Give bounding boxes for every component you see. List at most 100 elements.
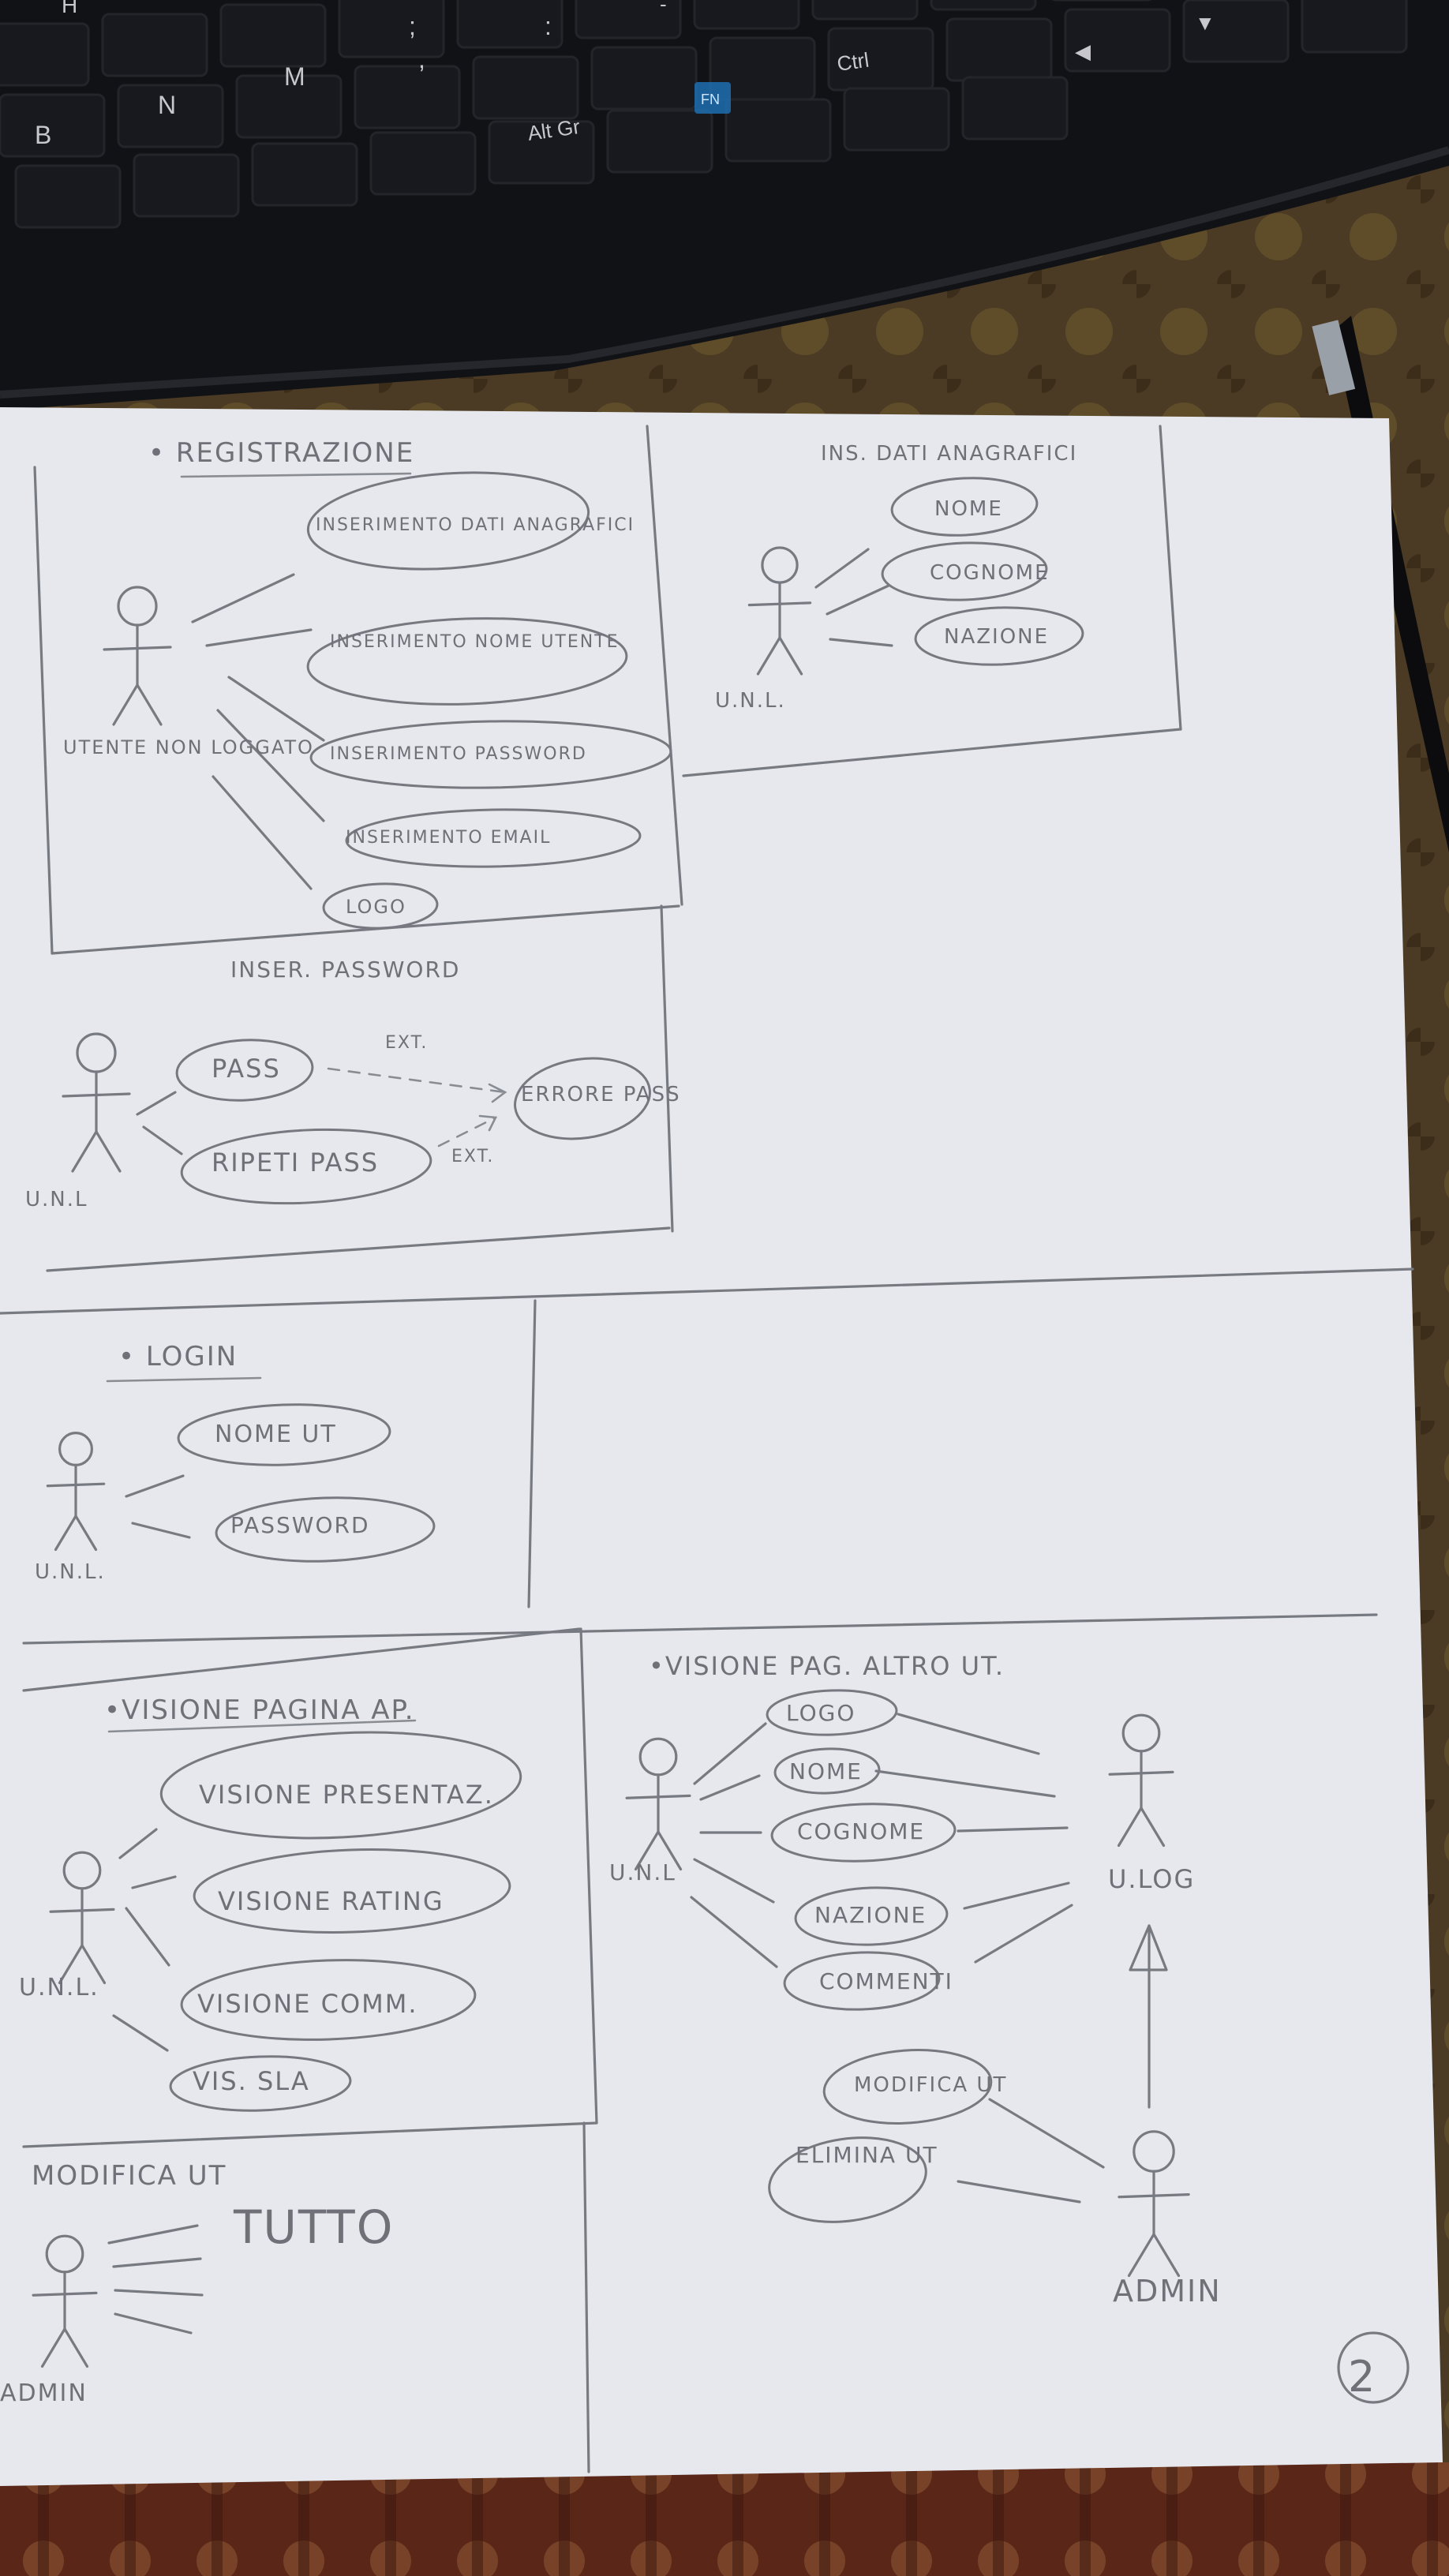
- keyboard-key: [575, 0, 682, 39]
- oval-nazione: [914, 606, 1084, 666]
- actor-modifica-leg-left: [40, 2327, 66, 2368]
- actor-visione-altro-left-leg-right: [657, 1830, 683, 1871]
- actor-dati-anagrafici-leg-left: [756, 636, 781, 676]
- frame-vis-right: [579, 1627, 598, 2125]
- extend-arrow-2: [437, 1116, 497, 1148]
- oval-visione-comm: [180, 1959, 477, 2041]
- oval-altro-nazione: [794, 1886, 949, 1946]
- oval-ripeti-pass: [180, 1128, 432, 1205]
- keyboard-key: [606, 109, 713, 174]
- keyboard-key: [693, 0, 800, 30]
- keyboard-key: [945, 17, 1053, 82]
- key-ctrl: Ctrl: [836, 48, 871, 76]
- assoc-mod-4: [114, 2312, 193, 2334]
- actor-admin-right-leg-left: [1127, 2233, 1155, 2278]
- keyboard-key: [930, 0, 1037, 11]
- assoc-login-2: [131, 1522, 191, 1539]
- dati-anagrafici-actor: U.N.L.: [715, 689, 786, 713]
- assoc-reg-1: [191, 573, 295, 623]
- actor-visione-altro-left-arms: [625, 1794, 691, 1799]
- actor-visione-pagina-arms: [49, 1908, 115, 1913]
- inser-password-actor: U.N.L: [25, 1188, 88, 1211]
- assoc-reg-4: [216, 709, 325, 822]
- oval-inserimento-dati: [306, 471, 590, 571]
- assoc-ana-2: [826, 584, 890, 616]
- uc-logo: LOGO: [346, 896, 406, 918]
- uc-visione-presentaz: VISIONE PRESENTAZ.: [199, 1780, 494, 1810]
- assoc-altro-l1: [693, 1722, 767, 1785]
- divider-2: [22, 1613, 1378, 1645]
- keyboard-key: [117, 84, 224, 148]
- page-number: 2: [1348, 2352, 1376, 2402]
- uc-inserimento-nome: INSERIMENTO NOME UTENTE: [330, 632, 620, 652]
- uc-elimina-ut: ELIMINA UT: [796, 2142, 938, 2168]
- modifica-actor: ADMIN: [0, 2379, 88, 2407]
- key-dash: -: [660, 0, 667, 16]
- assoc-vis-3: [125, 1907, 170, 1967]
- assoc-reg-3: [227, 676, 325, 742]
- oval-logo: [322, 882, 439, 930]
- uc-visione-rating: VISIONE RATING: [218, 1886, 444, 1916]
- page-number-circle: [1337, 2331, 1410, 2404]
- keyboard-key: [369, 131, 477, 196]
- modifica-diagram: MODIFICA UT ADMIN TUTTO: [0, 2160, 392, 2407]
- divider-1: [0, 1267, 1414, 1315]
- frame-reg-right: [646, 425, 683, 906]
- assoc-pass-2: [142, 1125, 183, 1155]
- actor-visione-altro-right-arms: [1108, 1770, 1174, 1776]
- uc-password: PASSWORD: [230, 1512, 370, 1538]
- registrazione-actor: UTENTE NON LOGGATO: [63, 736, 314, 758]
- actor-visione-pagina-leg-left: [58, 1944, 84, 1985]
- oval-inserimento-nome: [306, 617, 628, 706]
- actor-modifica-arms: [32, 2291, 98, 2297]
- keyboard-key: [1301, 0, 1408, 54]
- key-left-arrow: ◀: [1075, 39, 1091, 63]
- frame-vis-bottom: [22, 2121, 598, 2148]
- oval-pass: [175, 1039, 314, 1102]
- key-m: M: [284, 62, 305, 91]
- actor-login-leg-right: [74, 1515, 98, 1552]
- actor-inser-password-leg-right: [95, 1130, 122, 1173]
- assoc-altro-r3: [957, 1826, 1069, 1833]
- assoc-vis-2: [131, 1875, 177, 1889]
- oval-visione-presentaz: [159, 1731, 522, 1840]
- oval-altro-logo: [766, 1689, 898, 1736]
- visione-pagina-title: •VISIONE PAGINA AP.: [104, 1694, 415, 1726]
- dati-anagrafici-diagram: INS. DATI ANAGRAFICI U.N.L. NOME COGNOME…: [715, 442, 1076, 713]
- uc-ripeti-pass: RIPETI PASS: [212, 1148, 379, 1178]
- generalization-arrowhead: [1129, 1924, 1168, 1971]
- keyboard-key: [354, 65, 461, 129]
- login-title: • LOGIN: [118, 1341, 238, 1372]
- assoc-mod-2: [112, 2257, 202, 2268]
- actor-visione-altro-left-leg-left: [634, 1830, 660, 1871]
- actor-dati-anagrafici-leg-right: [778, 636, 803, 676]
- uc-altro-cognome: COGNOME: [797, 1818, 925, 1844]
- assoc-reg-5: [212, 775, 313, 890]
- oval-cognome: [881, 541, 1048, 601]
- actor-visione-altro-right-leg-left: [1117, 1807, 1143, 1848]
- keyboard-key: [235, 74, 343, 139]
- assoc-altro-l5: [690, 1896, 778, 1968]
- actor-modifica-leg-right: [63, 2327, 89, 2368]
- visione-altro-actor-admin: ADMIN: [1113, 2274, 1222, 2308]
- extend-label-2: EXT.: [451, 1147, 494, 1166]
- extend-arrowhead-2: [478, 1114, 498, 1132]
- uc-inserimento-dati: INSERIMENTO DATI ANAGRAFICI: [316, 515, 635, 535]
- keyboard-key: [133, 153, 240, 218]
- frame-ana-bottom: [682, 728, 1182, 777]
- assoc-altro-r5: [974, 1904, 1073, 1964]
- frame-ana-right: [1159, 425, 1182, 731]
- oval-nome: [890, 477, 1039, 537]
- assoc-admin-modifica: [988, 2098, 1105, 2169]
- visione-altro-actor-left: U.N.L: [609, 1859, 676, 1885]
- registrazione-title: • REGISTRAZIONE: [148, 437, 414, 469]
- assoc-altro-r4: [963, 1881, 1070, 1910]
- frame-reg-bottom: [51, 904, 680, 955]
- assoc-vis-1: [118, 1828, 158, 1859]
- registrazione-actor-label: UTENTE NON LOGGATO: [63, 736, 314, 758]
- keyboard-key: [456, 0, 564, 49]
- uc-altro-logo: LOGO: [786, 1700, 856, 1726]
- key-h: H: [62, 0, 77, 17]
- visione-pagina-diagram: •VISIONE PAGINA AP. U.N.L. VISIONE PRESE…: [19, 1694, 494, 2096]
